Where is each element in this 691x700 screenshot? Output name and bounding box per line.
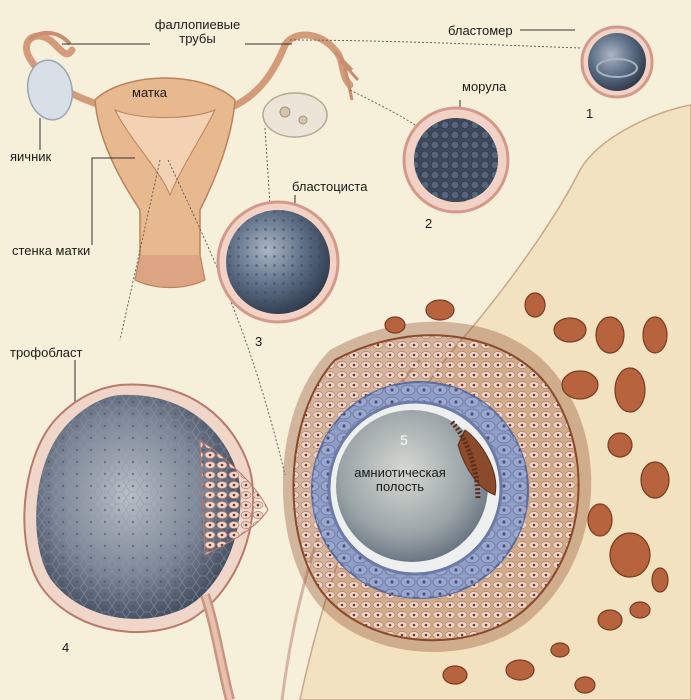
fallopian-tubes-label: фаллопиевые трубы — [154, 17, 241, 46]
implanted-embryo — [282, 321, 592, 653]
stage-number-2: 2 — [425, 216, 433, 231]
stage-number-4: 4 — [62, 640, 70, 655]
fimbria-left — [28, 31, 72, 46]
uterine-cavity — [113, 109, 217, 197]
morula-label: морула — [462, 79, 507, 94]
blastocyst-label: бластоциста — [292, 179, 368, 194]
trophoblast-embryo — [23, 383, 269, 700]
cervix — [134, 254, 206, 289]
uterine-wall-label: стенка матки — [12, 243, 91, 258]
fimbria-right — [333, 50, 360, 101]
ovary-label: яичник — [10, 149, 52, 164]
stage-number-5: 5 — [400, 432, 408, 448]
blastomere-cell — [580, 25, 654, 99]
ovary-left — [26, 59, 74, 121]
amniotic-cavity-label: амниотическая полость — [354, 465, 446, 494]
trophoblast-label: трофобласт — [10, 345, 83, 360]
uterus-label: матка — [132, 85, 168, 100]
blastomere-label: бластомер — [448, 23, 513, 38]
blastocyst-cell — [216, 200, 340, 324]
stage-number-1: 1 — [586, 106, 594, 121]
uterine-glands — [384, 292, 670, 694]
leader-lines — [39, 29, 575, 432]
stage-number-3: 3 — [255, 334, 263, 349]
ovary-right — [262, 92, 328, 138]
uterus-group — [23, 31, 360, 289]
fallopian-tube-right — [226, 31, 354, 112]
morula-cell — [402, 106, 510, 214]
